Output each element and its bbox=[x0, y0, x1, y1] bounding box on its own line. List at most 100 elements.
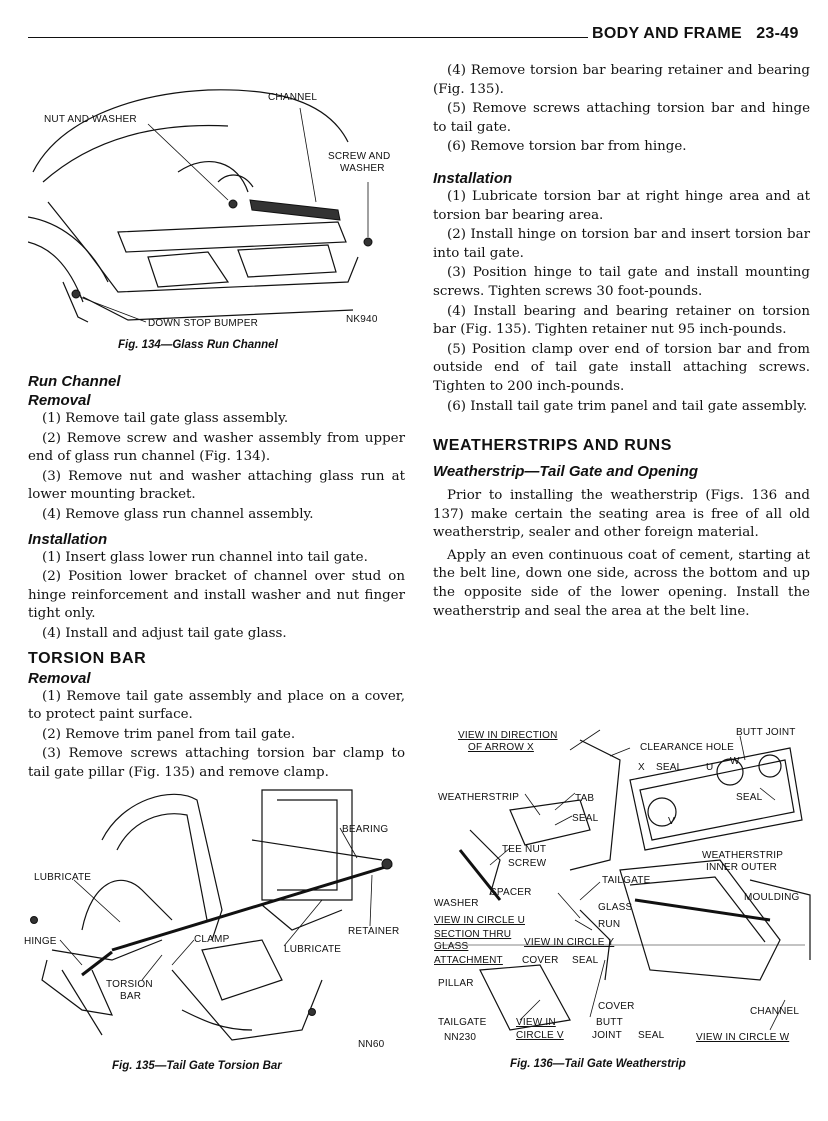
fig136-label-washer: WASHER bbox=[434, 898, 479, 909]
fig135-label-hinge: HINGE bbox=[24, 936, 57, 947]
fig136-label-circle-v: CIRCLE V bbox=[516, 1030, 564, 1041]
torsion-installation-step-4: (4) Install bearing and bearing retainer… bbox=[433, 303, 810, 338]
torsion-bar-removal-heading: Removal bbox=[28, 669, 91, 687]
figure-135-tail-gate-torsion-bar: BEARING LUBRICATE HINGE CLAMP TORSION BA… bbox=[22, 780, 407, 1052]
run-channel-heading: Run Channel bbox=[28, 373, 121, 390]
fig134-label-channel: CHANNEL bbox=[268, 92, 317, 103]
fig136-label-tab: TAB bbox=[575, 793, 594, 804]
page-header: BODY AND FRAME 23-49 bbox=[592, 25, 817, 43]
run-channel-removal-step-1: (1) Remove tail gate glass assembly. bbox=[42, 411, 289, 426]
fig136-label-seal-low: SEAL bbox=[572, 955, 599, 966]
left-column: Run Channel Removal (1) Remove tail gate… bbox=[28, 372, 405, 784]
fig136-label-channel: CHANNEL bbox=[750, 1006, 799, 1017]
figure-134-glass-run-channel: CHANNEL NUT AND WASHER SCREW AND WASHER … bbox=[28, 82, 403, 334]
torsion-bar-heading: TORSION BAR bbox=[28, 649, 147, 667]
fig135-drawing: BEARING LUBRICATE HINGE CLAMP TORSION BA… bbox=[24, 789, 399, 1050]
torsion-removal-step-6: (6) Remove torsion bar from hinge. bbox=[447, 139, 687, 155]
fig136-label-seal-top: SEAL bbox=[656, 762, 683, 773]
fig136-label-seal-mid: SEAL bbox=[572, 813, 599, 824]
page-number: 23-49 bbox=[756, 25, 799, 42]
fig136-label-tailgate: TAILGATE bbox=[602, 875, 651, 886]
fig135-label-torsion: TORSION bbox=[106, 979, 153, 990]
fig136-label-section-thru: SECTION THRU bbox=[434, 929, 511, 940]
fig136-label-u: U bbox=[706, 762, 713, 773]
fig136-label-view-direction-2: OF ARROW X bbox=[468, 742, 534, 753]
fig136-label-weatherstrip-right: WEATHERSTRIP bbox=[702, 850, 783, 861]
fig136-label-butt: BUTT bbox=[596, 1017, 623, 1028]
weatherstrip-paragraph-2: Apply an even continuous coat of cement,… bbox=[433, 547, 810, 619]
fig135-caption: Fig. 135—Tail Gate Torsion Bar bbox=[112, 1060, 282, 1072]
torsion-installation-step-3: (3) Position hinge to tail gate and inst… bbox=[433, 265, 810, 299]
fig136-drawing: VIEW IN DIRECTION OF ARROW X BUTT JOINT … bbox=[434, 727, 811, 1043]
fig136-label-v: V bbox=[668, 816, 675, 827]
fig136-label-view-circle-y: VIEW IN CIRCLE Y bbox=[524, 937, 614, 948]
run-channel-removal-step-4: (4) Remove glass run channel assembly. bbox=[42, 506, 314, 522]
torsion-removal-step-5: (5) Remove screws attaching torsion bar … bbox=[433, 101, 810, 135]
fig136-label-glass: GLASS bbox=[598, 902, 632, 913]
fig136-label-view-circle-u: VIEW IN CIRCLE U bbox=[434, 915, 525, 926]
fig136-label-tailgate-2: TAILGATE bbox=[438, 1017, 487, 1028]
fig136-label-seal-bottom: SEAL bbox=[638, 1030, 665, 1041]
fig136-label-screw: SCREW bbox=[508, 858, 547, 869]
weatherstrips-heading: WEATHERSTRIPS AND RUNS bbox=[433, 437, 672, 455]
fig136-label-view-direction-1: VIEW IN DIRECTION bbox=[458, 730, 558, 741]
fig134-code: NK940 bbox=[346, 314, 378, 325]
fig134-label-bumper: DOWN STOP BUMPER bbox=[148, 318, 258, 329]
fig135-label-lubricate-left: LUBRICATE bbox=[34, 872, 91, 883]
fig134-label-screw: SCREW AND bbox=[328, 151, 390, 162]
torsion-removal-step-1: (1) Remove tail gate assembly and place … bbox=[28, 688, 405, 723]
fig135-label-lubricate-right: LUBRICATE bbox=[284, 944, 341, 955]
fig134-caption: Fig. 134—Glass Run Channel bbox=[118, 339, 278, 351]
fig136-label-tee-nut: TEE NUT bbox=[502, 844, 546, 855]
fig136-label-view-in: VIEW IN bbox=[516, 1017, 556, 1028]
fig135-label-bearing: BEARING bbox=[342, 824, 388, 835]
torsion-installation-step-1: (1) Lubricate torsion bar at right hinge… bbox=[433, 188, 810, 223]
fig135-label-bar: BAR bbox=[120, 991, 141, 1002]
torsion-removal-step-3: (3) Remove screws attaching torsion bar … bbox=[28, 746, 405, 780]
fig136-label-attachment: ATTACHMENT bbox=[434, 955, 503, 966]
fig136-label-cover: COVER bbox=[522, 955, 559, 966]
fig136-caption: Fig. 136—Tail Gate Weatherstrip bbox=[510, 1058, 686, 1070]
figure-136-tail-gate-weatherstrip: VIEW IN DIRECTION OF ARROW X BUTT JOINT … bbox=[430, 720, 815, 1050]
fig134-drawing: CHANNEL NUT AND WASHER SCREW AND WASHER … bbox=[28, 89, 390, 329]
run-channel-installation-step-2: (2) Position lower bracket of channel ov… bbox=[28, 569, 405, 622]
fig136-label-moulding: MOULDING bbox=[744, 892, 800, 903]
torsion-removal-step-2: (2) Remove trim panel from tail gate. bbox=[42, 726, 296, 742]
run-channel-removal-step-3: (3) Remove nut and washer attaching glas… bbox=[28, 468, 405, 503]
right-column: (4) Remove torsion bar bearing retainer … bbox=[433, 62, 810, 622]
fig136-label-cover-2: COVER bbox=[598, 1001, 635, 1012]
fig136-label-x: X bbox=[638, 762, 645, 773]
fig136-label-weatherstrip: WEATHERSTRIP bbox=[438, 792, 519, 803]
fig136-label-seal-right: SEAL bbox=[736, 792, 763, 803]
fig136-label-inner-outer: INNER OUTER bbox=[706, 862, 777, 873]
fig136-label-pillar: PILLAR bbox=[438, 978, 474, 989]
run-channel-installation-heading: Installation bbox=[28, 530, 108, 548]
header-rule bbox=[28, 37, 588, 38]
torsion-installation-step-5: (5) Position clamp over end of torsion b… bbox=[433, 341, 810, 394]
weatherstrip-paragraph-1: Prior to installing the weatherstrip (Fi… bbox=[433, 488, 810, 541]
run-channel-removal-step-2: (2) Remove screw and washer assembly fro… bbox=[28, 430, 405, 465]
torsion-removal-step-4: (4) Remove torsion bar bearing retainer … bbox=[433, 63, 810, 97]
fig135-code: NN60 bbox=[358, 1039, 385, 1050]
fig135-label-retainer: RETAINER bbox=[348, 926, 399, 937]
fig134-label-nut-washer: NUT AND WASHER bbox=[44, 114, 137, 125]
run-channel-removal-heading: Removal bbox=[28, 392, 91, 409]
fig134-label-washer: WASHER bbox=[340, 163, 385, 174]
fig136-label-butt-joint: BUTT JOINT bbox=[736, 727, 796, 738]
section-title: BODY AND FRAME bbox=[592, 25, 742, 42]
torsion-installation-step-2: (2) Install hinge on torsion bar and ins… bbox=[433, 227, 810, 261]
fig135-label-clamp: CLAMP bbox=[194, 934, 230, 945]
run-channel-installation-step-4: (4) Install and adjust tail gate glass. bbox=[42, 625, 287, 641]
torsion-installation-step-6: (6) Install tail gate trim panel and tai… bbox=[447, 398, 808, 414]
run-channel-installation-step-1: (1) Insert glass lower run channel into … bbox=[42, 549, 368, 565]
fig136-label-clearance-hole: CLEARANCE HOLE bbox=[640, 742, 734, 753]
weatherstrip-subheading: Weatherstrip—Tail Gate and Opening bbox=[433, 463, 699, 481]
torsion-installation-heading: Installation bbox=[433, 169, 513, 187]
fig136-label-joint: JOINT bbox=[592, 1030, 622, 1041]
fig136-label-run: RUN bbox=[598, 919, 620, 930]
fig136-labels: VIEW IN DIRECTION OF ARROW X BUTT JOINT … bbox=[434, 727, 800, 1043]
fig136-code: NN230 bbox=[444, 1032, 476, 1043]
fig136-label-spacer: SPACER bbox=[490, 887, 532, 898]
fig136-label-w: W bbox=[730, 756, 740, 767]
fig136-label-view-circle-w: VIEW IN CIRCLE W bbox=[696, 1032, 790, 1043]
